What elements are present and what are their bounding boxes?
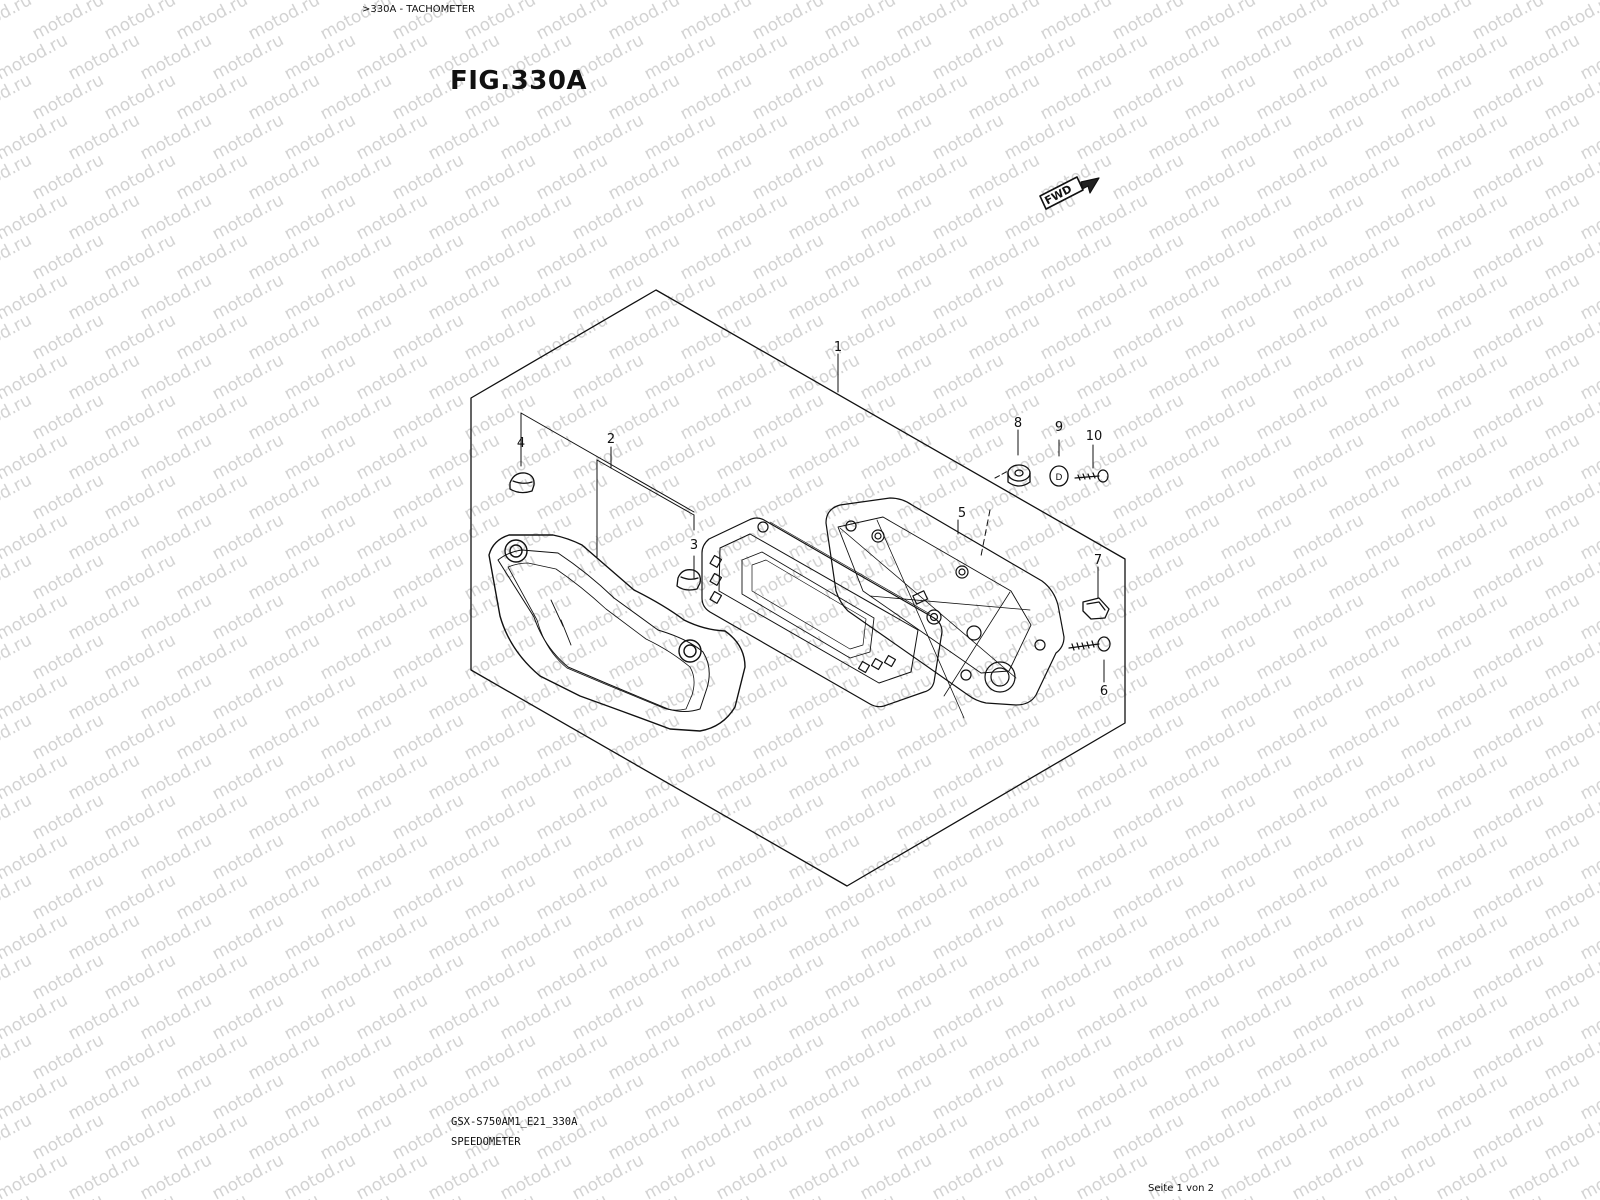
model-code: GSX-S750AM1_E21_330A bbox=[451, 1116, 578, 1128]
part-3-cushion bbox=[676, 569, 701, 591]
part-7-clip-nut bbox=[1082, 597, 1110, 620]
callout-8: 8 bbox=[1014, 416, 1022, 431]
callout-3: 3 bbox=[690, 538, 698, 553]
part-2-meter-cover bbox=[488, 534, 746, 732]
part-10-screw bbox=[1074, 469, 1109, 483]
washer-mark: D bbox=[1056, 473, 1063, 483]
assembly-outline bbox=[470, 289, 1126, 887]
part-8-grommet bbox=[1007, 464, 1031, 487]
meter-panel bbox=[701, 517, 943, 708]
watermark-text: motod.ru bbox=[1577, 0, 1600, 4]
page-indicator: Seite 1 von 2 bbox=[1148, 1183, 1214, 1194]
callout-4: 4 bbox=[517, 436, 525, 451]
callout-7: 7 bbox=[1094, 553, 1102, 568]
callout-1: 1 bbox=[834, 340, 842, 355]
forward-arrow-icon: FWD bbox=[1039, 176, 1100, 210]
part-6-screw bbox=[1068, 636, 1111, 652]
part-9-washer: D bbox=[1049, 465, 1069, 487]
figure-title: FIG.330A bbox=[450, 66, 588, 96]
breadcrumb: >330A - TACHOMETER bbox=[362, 4, 475, 15]
callout-10: 10 bbox=[1086, 429, 1103, 444]
leader-lines bbox=[520, 353, 1105, 683]
part-name: SPEEDOMETER bbox=[451, 1136, 521, 1148]
callout-6: 6 bbox=[1100, 684, 1108, 699]
part-4-cushion bbox=[509, 472, 535, 494]
callout-2: 2 bbox=[607, 432, 615, 447]
callout-5: 5 bbox=[958, 506, 966, 521]
part-5-rear-case bbox=[825, 497, 1065, 719]
callout-9: 9 bbox=[1055, 420, 1063, 435]
